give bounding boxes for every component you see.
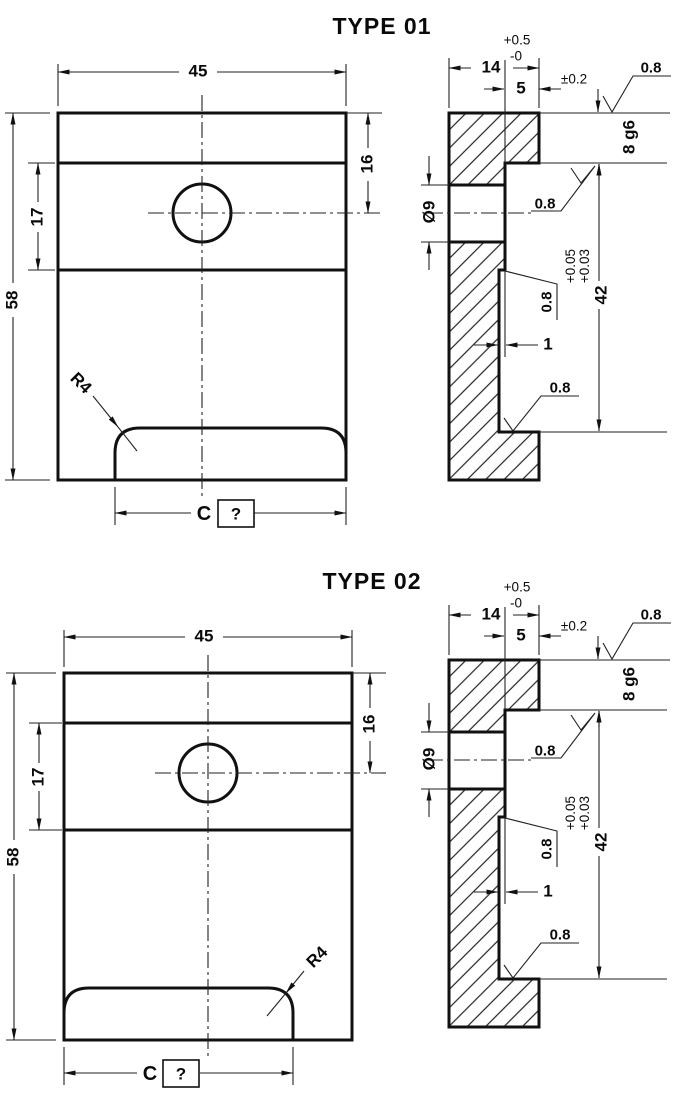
bottom-pad-outline <box>62 986 295 1042</box>
recess-step-dim: 1 <box>543 335 552 354</box>
recess-tol: +0.05+0.03 <box>563 796 592 830</box>
type01-front-view: 45 58 17 16 R4 C <box>3 62 382 528</box>
finish-recess-label: 0.8 <box>539 292 556 313</box>
finish-shoulder-label: 0.8 <box>535 743 556 760</box>
step-tol: ±0.2 <box>561 619 587 634</box>
width-dim: 45 <box>189 62 208 81</box>
type01-side-view: 14 +0.5 -0 5 ±0.2 0.8 8 g6 0.8 Ø9 42 +0.… <box>419 33 672 481</box>
type02-drawing: TYPE 02 45 58 17 <box>4 568 672 1088</box>
hole-dia-label: Ø9 <box>420 748 439 771</box>
recess-tol: +0.05+0.03 <box>563 249 592 283</box>
radius-leader-tail <box>266 992 287 1017</box>
thickness-tol-upper: +0.5 <box>504 33 531 48</box>
finish-top-label: 0.8 <box>641 60 662 77</box>
band-height-dim: 17 <box>28 208 47 227</box>
thickness-tol-lower: -0 <box>510 49 522 64</box>
slot-dim-value: ? <box>231 505 241 524</box>
slot-dim-prefix: C <box>197 503 211 525</box>
bottom-pad-outline <box>113 426 348 482</box>
height-dim: 58 <box>4 848 23 867</box>
slot-dim-value: ? <box>176 1065 186 1084</box>
height-dim: 58 <box>3 291 22 310</box>
recess-len-dim: 42 <box>592 286 611 305</box>
radius-leader-tail <box>117 426 138 452</box>
tab-dim: 8 g6 <box>620 120 639 154</box>
recess-step-dim: 1 <box>543 882 552 901</box>
thickness-tol-lower: -0 <box>510 596 522 611</box>
finish-recess-label: 0.8 <box>539 839 556 860</box>
step-dim: 5 <box>516 626 525 645</box>
thickness-dim: 14 <box>482 605 501 624</box>
radius-leader <box>92 395 119 428</box>
tab-dim: 8 g6 <box>620 667 639 701</box>
finish-top-label: 0.8 <box>641 607 662 624</box>
corner-radius-label: R4 <box>67 369 96 398</box>
width-dim: 45 <box>195 627 214 646</box>
slot-dim-box <box>162 1059 200 1088</box>
finish-bottom-label: 0.8 <box>550 380 571 397</box>
slot-dim-box <box>217 499 255 528</box>
step-tol: ±0.2 <box>561 72 587 87</box>
recess-len-dim: 42 <box>592 833 611 852</box>
type01-title: TYPE 01 <box>332 13 431 39</box>
type02-side-view: 14 +0.5 -0 5 ±0.2 0.8 8 g6 0.8 Ø9 42 +0.… <box>419 580 672 1028</box>
type02-title: TYPE 02 <box>322 568 421 594</box>
band-height-dim: 17 <box>29 768 48 787</box>
finish-bottom-label: 0.8 <box>550 927 571 944</box>
radius-leader <box>285 970 305 994</box>
step-dim: 5 <box>516 79 525 98</box>
type02-front-view: 45 58 17 16 R4 C <box>4 627 386 1088</box>
hole-offset-dim: 16 <box>360 715 379 734</box>
finish-shoulder-label: 0.8 <box>535 196 556 213</box>
type01-drawing: TYPE 01 45 58 17 <box>3 13 672 528</box>
hole-offset-dim: 16 <box>358 155 377 174</box>
slot-dim-prefix: C <box>143 1063 157 1085</box>
corner-radius-label: R4 <box>303 942 332 971</box>
thickness-tol-upper: +0.5 <box>504 580 531 595</box>
thickness-dim: 14 <box>482 58 501 77</box>
hole-dia-label: Ø9 <box>420 201 439 224</box>
